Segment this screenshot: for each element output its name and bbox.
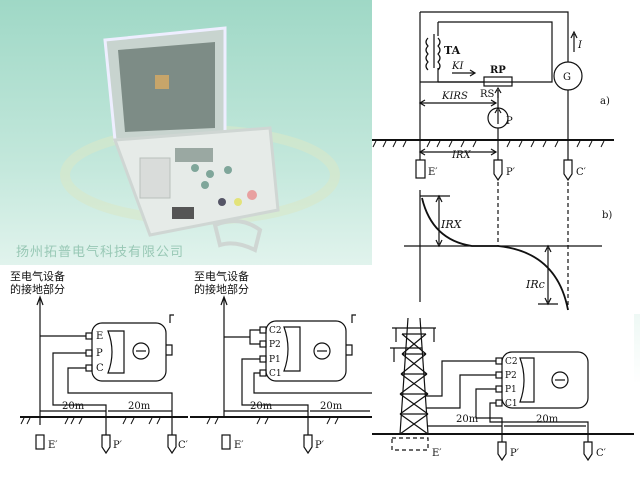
caption-line2: 的接地部分	[194, 282, 249, 296]
label-rs: RS	[480, 89, 495, 100]
label-ki: KI	[451, 61, 464, 72]
wiring-diagram-4terminal: 至电气设备 的接地部分 C2 P2 P1 C1 20m 20m E′ P′	[190, 265, 372, 465]
terminal-c: C	[96, 363, 104, 374]
label-irc: IRc	[525, 278, 545, 291]
terminal-e: E	[96, 331, 103, 342]
label-kirs: KIRS	[441, 91, 468, 102]
electrode-p: P′	[315, 440, 325, 451]
terminal-p1: P1	[505, 385, 517, 395]
figure-b-label: b)	[602, 210, 612, 221]
label-irx: IRX	[451, 150, 471, 161]
label-ta: TA	[444, 44, 461, 57]
distance-1: 20m	[250, 401, 273, 412]
terminal-c1: C1	[505, 399, 518, 409]
caption-line1: 至电气设备	[10, 269, 65, 283]
electrode-p: P′	[510, 448, 520, 459]
terminal-c2: C2	[505, 357, 518, 367]
terminal-p: P	[96, 348, 103, 359]
caption-line2: 的接地部分	[10, 282, 65, 296]
electrode-p: P′	[113, 440, 123, 451]
label-g: G	[563, 72, 571, 83]
distance-2: 20m	[320, 401, 343, 412]
potential-curve-b: IRX IRc b)	[372, 182, 640, 314]
tester-photo: 扬州拓普电气科技有限公司	[0, 0, 370, 265]
electrode-e: E′	[48, 440, 58, 451]
label-rp: RP	[490, 65, 506, 76]
distance-2: 20m	[536, 414, 559, 425]
figure-a-label: a)	[600, 96, 610, 107]
label-i: I	[577, 40, 583, 51]
distance-1: 20m	[456, 414, 479, 425]
terminal-c2: C2	[269, 326, 282, 336]
electrode-c: C′	[576, 167, 587, 178]
terminal-c1: C1	[269, 369, 282, 379]
wiring-diagram-tower: C2 P2 P1 C1 20m 20m E′ P′ C′	[372, 314, 634, 464]
label-irx-b: IRX	[440, 218, 463, 231]
company-name: 扬州拓普电气科技有限公司	[16, 245, 185, 260]
electrode-c: C′	[178, 440, 189, 451]
wiring-diagram-3terminal: 至电气设备 的接地部分 E P C 20m 20m E′ P′ C′	[0, 265, 190, 465]
label-p: P	[506, 116, 513, 127]
tester-case-illustration	[60, 26, 340, 253]
distance-1: 20m	[62, 401, 85, 412]
electrode-c: C′	[596, 448, 607, 459]
circuit-diagram-a: TA RP RS P G I KI KIRS IRX a) E′ P′ C′	[372, 0, 640, 182]
terminal-p1: P1	[269, 355, 281, 365]
electrode-p: P′	[506, 167, 516, 178]
electrode-e: E′	[428, 167, 438, 178]
electrode-e: E′	[432, 448, 442, 459]
caption-line1: 至电气设备	[194, 269, 249, 283]
terminal-p2: P2	[269, 340, 281, 350]
terminal-p2: P2	[505, 371, 517, 381]
distance-2: 20m	[128, 401, 151, 412]
electrode-e: E′	[234, 440, 244, 451]
